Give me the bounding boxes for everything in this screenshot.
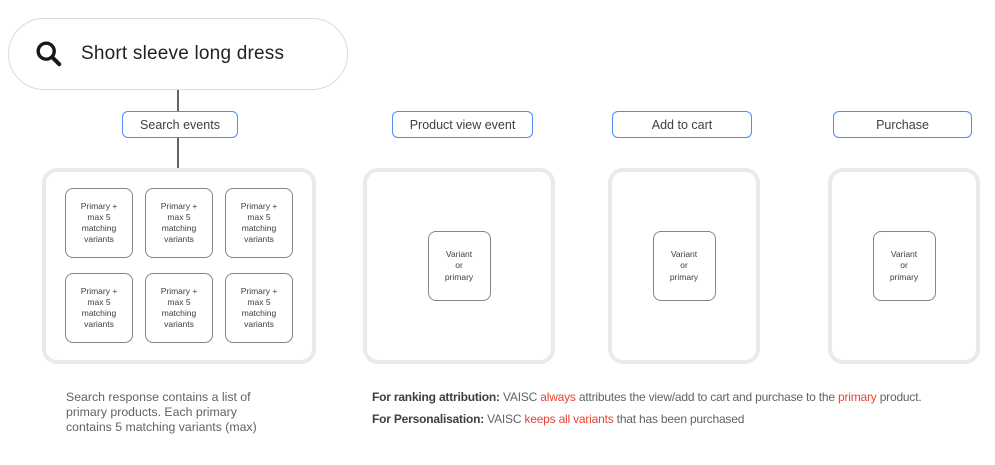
search-bar[interactable]: Short sleeve long dress <box>8 18 348 90</box>
personalisation-note-text: that has been purchased <box>613 412 745 426</box>
add-to-cart-button[interactable]: Add to cart <box>612 111 752 138</box>
ranking-note-highlight: always <box>540 390 576 404</box>
search-query-text: Short sleeve long dress <box>81 43 285 64</box>
ranking-note-lead: For ranking attribution: <box>372 390 500 404</box>
personalisation-note-highlight: keeps all variants <box>524 412 614 426</box>
personalisation-note-text: VAISC <box>484 412 525 426</box>
add-to-cart-panel: Variant or primary <box>608 168 760 364</box>
attribution-notes: For ranking attribution: VAISC always at… <box>372 390 922 427</box>
purchase-label: Purchase <box>876 117 929 132</box>
purchase-button[interactable]: Purchase <box>833 111 972 138</box>
search-events-label: Search events <box>140 117 220 132</box>
variant-or-primary-box: Variant or primary <box>872 231 936 301</box>
primary-product-box: Primary + max 5 matching variants <box>65 273 133 343</box>
purchase-panel: Variant or primary <box>828 168 980 364</box>
primary-product-box: Primary + max 5 matching variants <box>145 188 213 258</box>
product-view-event-label: Product view event <box>409 117 516 132</box>
product-view-panel: Variant or primary <box>363 168 555 364</box>
search-events-button[interactable]: Search events <box>122 111 238 138</box>
ranking-note-highlight: primary <box>837 390 877 404</box>
ranking-note-text: VAISC <box>499 390 541 404</box>
search-icon <box>34 39 64 69</box>
variant-or-primary-box: Variant or primary <box>652 231 716 301</box>
primary-product-box: Primary + max 5 matching variants <box>65 188 133 258</box>
product-view-event-button[interactable]: Product view event <box>392 111 533 138</box>
search-response-note: Search response contains a list of prima… <box>66 390 257 434</box>
primary-product-box: Primary + max 5 matching variants <box>145 273 213 343</box>
search-events-panel: Primary + max 5 matching variants Primar… <box>42 168 316 364</box>
variant-or-primary-box: Variant or primary <box>427 231 491 301</box>
ranking-note-text: attributes the view/add to cart and purc… <box>575 390 838 404</box>
personalisation-note-lead: For Personalisation: <box>372 412 485 426</box>
primary-product-box: Primary + max 5 matching variants <box>225 188 293 258</box>
personalisation-note: For Personalisation: VAISC keeps all var… <box>372 412 921 427</box>
ranking-attribution-note: For ranking attribution: VAISC always at… <box>372 390 922 405</box>
primary-product-box: Primary + max 5 matching variants <box>225 273 293 343</box>
ranking-note-text: product. <box>876 390 922 404</box>
add-to-cart-label: Add to cart <box>651 117 713 132</box>
